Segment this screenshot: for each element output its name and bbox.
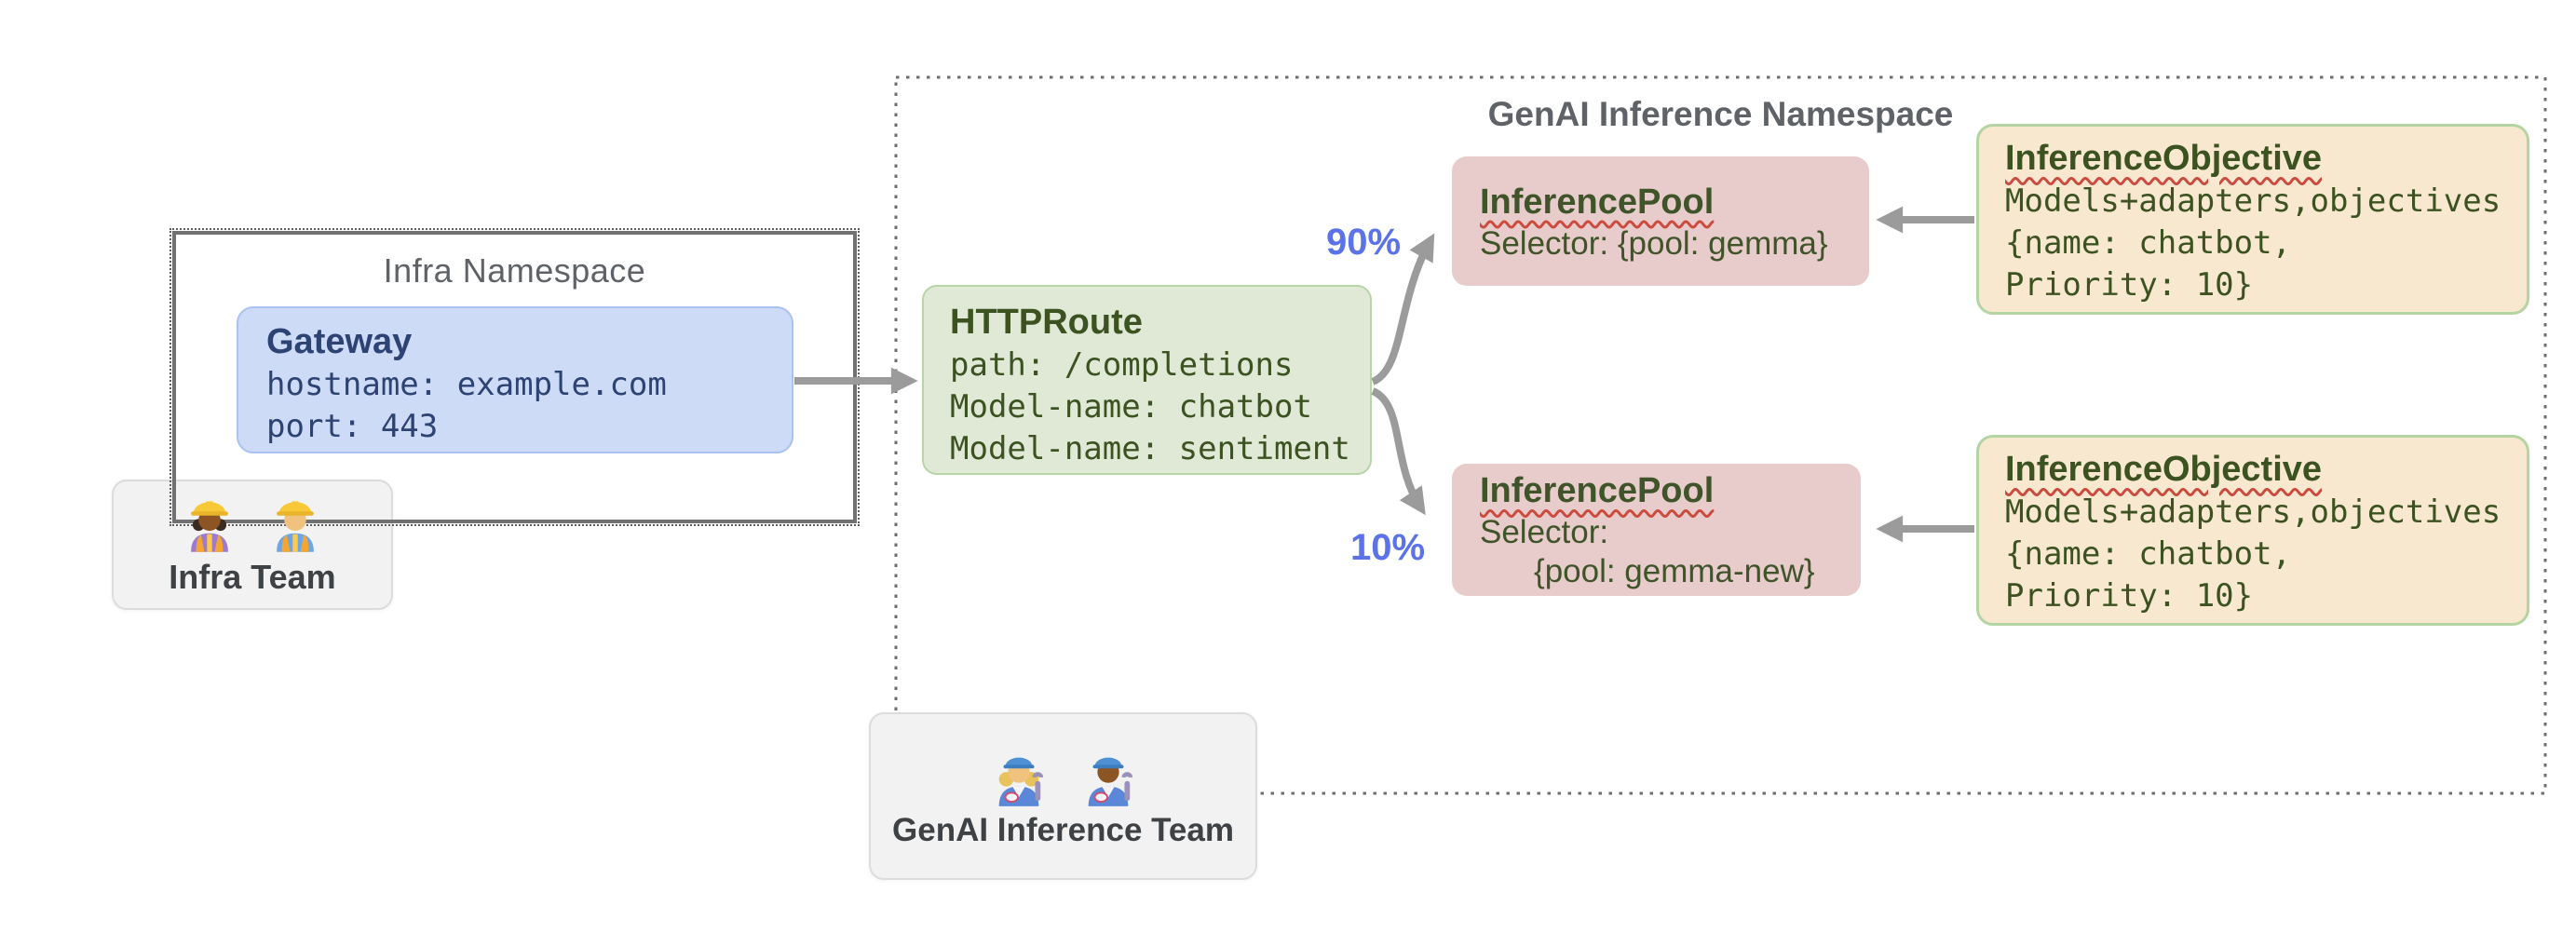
httproute-box: HTTPRoute path: /completions Model-name:… (922, 285, 1372, 475)
inference-objective-bottom-line1: Models+adapters,objectives (2005, 494, 2501, 531)
genai-team-icons (990, 743, 1137, 806)
inference-pool-gemma-new-selector-line2: {pool: gemma-new} (1534, 553, 1815, 589)
httproute-model-sentiment: Model-name: sentiment (950, 430, 1350, 467)
httproute-path: path: /completions (950, 346, 1294, 384)
inference-objective-top-line1: Models+adapters,objectives (2005, 183, 2501, 220)
inference-pool-gemma-box: InferencePool Selector: {pool: gemma} (1452, 156, 1869, 286)
genai-team-card (869, 712, 1257, 880)
httproute-title: HTTPRoute (950, 303, 1143, 342)
arrow-httproute-to-pool-gemma-new (1371, 387, 1426, 516)
genai-team-content: GenAI Inference Team (869, 712, 1257, 880)
gateway-box: Gateway hostname: example.com port: 443 (237, 306, 793, 453)
inference-objective-bottom-title: InferenceObjective (2005, 450, 2323, 489)
construction-worker-man-icon (277, 501, 314, 552)
gateway-title: Gateway (266, 322, 413, 361)
inference-objective-top-line2: {name: chatbot, (2005, 224, 2292, 262)
inference-pool-gemma-new-title: InferencePool (1480, 471, 1715, 510)
gateway-port: port: 443 (266, 408, 439, 445)
inference-pool-gemma-new-selector-line1: Selector: (1480, 514, 1609, 550)
mechanic-woman-icon (998, 757, 1043, 806)
traffic-split-10-label: 10% (1350, 527, 1426, 568)
genai-team-label: GenAI Inference Team (892, 812, 1234, 848)
inference-objective-top-title: InferenceObjective (2005, 139, 2323, 178)
inference-objective-top-line3: Priority: 10} (2005, 266, 2254, 304)
infra-team-icons (183, 493, 322, 552)
traffic-split-90-label: 90% (1326, 222, 1402, 263)
construction-worker-woman-icon (191, 501, 228, 552)
inference-pool-gemma-new-box: InferencePool Selector: {pool: gemma-new… (1452, 464, 1861, 596)
inference-objective-bottom-box: InferenceObjective Models+adapters,objec… (1976, 435, 2529, 626)
mechanic-man-icon (1088, 757, 1132, 806)
inference-objective-bottom-line2: {name: chatbot, (2005, 535, 2292, 573)
infra-team-card (112, 480, 393, 610)
infra-team-label: Infra Team (169, 558, 336, 596)
inference-pool-gemma-title: InferencePool (1480, 182, 1715, 222)
genai-namespace-title: GenAI Inference Namespace (1487, 95, 1954, 133)
inference-pool-gemma-selector: Selector: {pool: gemma} (1480, 224, 1828, 262)
infra-namespace-box: Infra Namespace (169, 228, 860, 526)
inference-objective-bottom-line3: Priority: 10} (2005, 577, 2254, 615)
infra-team-content: Infra Team (112, 480, 393, 610)
gateway-hostname: hostname: example.com (266, 366, 667, 403)
httproute-model-chatbot: Model-name: chatbot (950, 388, 1312, 426)
infra-namespace-title: Infra Namespace (383, 251, 646, 290)
inference-objective-top-box: InferenceObjective Models+adapters,objec… (1976, 124, 2529, 315)
